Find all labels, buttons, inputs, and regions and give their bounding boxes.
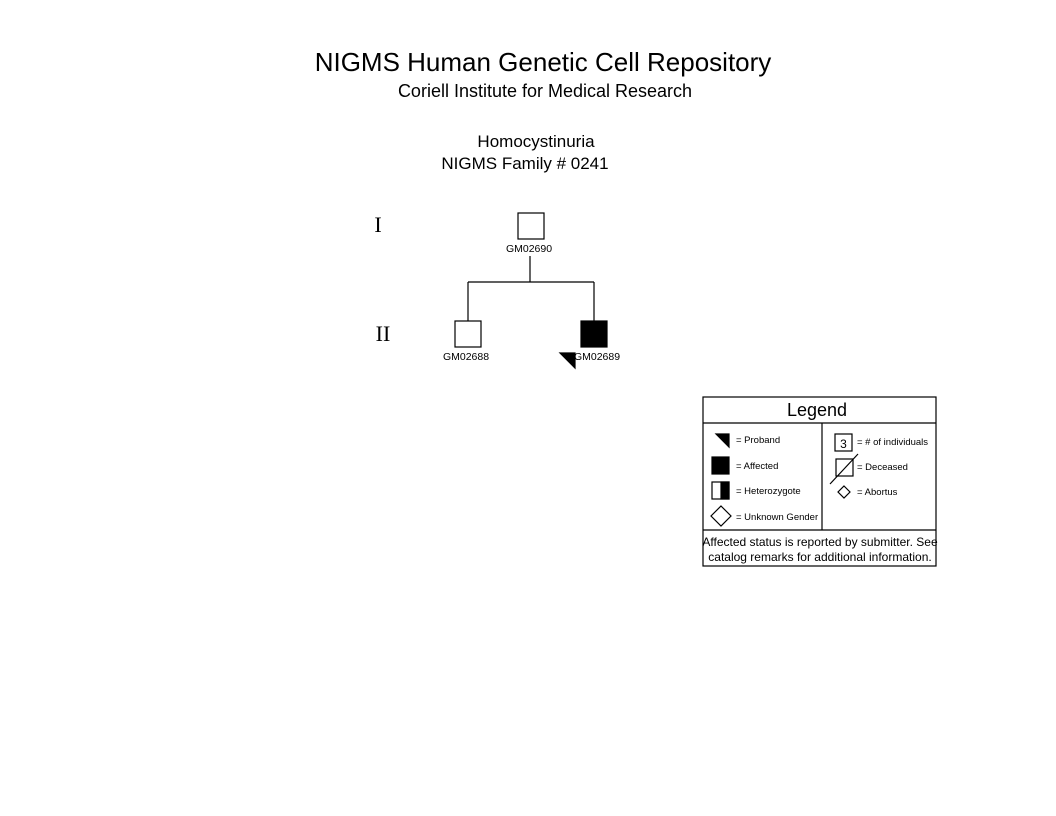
male-affected-symbol <box>580 320 608 348</box>
legend-box: Legend = Proband = Affected = Heterozygo… <box>702 396 938 567</box>
legend-heterozygote-label: = Heterozygote <box>736 486 801 497</box>
legend-proband-label: = Proband <box>736 435 780 446</box>
individual-gm02690[interactable]: GM02690 <box>506 212 552 255</box>
legend-title: Legend <box>787 400 847 420</box>
legend-border <box>702 396 937 567</box>
heterozygote-legend-icon <box>711 481 730 500</box>
legend-abortus-label: = Abortus <box>857 487 898 498</box>
legend-note-line-1: Affected status is reported by submitter… <box>702 535 938 549</box>
deceased-legend-icon <box>829 453 859 485</box>
legend-affected-label: = Affected <box>736 461 778 472</box>
individual-gm02689[interactable]: GM02689 <box>558 320 620 370</box>
individual-id-label: GM02690 <box>506 243 552 255</box>
male-unaffected-symbol <box>454 320 482 348</box>
legend-note-line-2: catalog remarks for additional informati… <box>708 550 931 564</box>
individual-id-label: GM02689 <box>574 351 620 363</box>
generation-label-1: I <box>374 212 381 237</box>
proband-legend-icon <box>714 433 730 449</box>
page-title: NIGMS Human Genetic Cell Repository <box>315 47 772 77</box>
disease-heading: Homocystinuria <box>477 132 595 151</box>
legend-count-label: = # of individuals <box>857 437 928 448</box>
abortus-legend-icon <box>837 485 851 499</box>
unknown-gender-legend-icon <box>710 505 732 527</box>
male-unaffected-symbol <box>517 212 545 240</box>
pedigree-lines <box>467 256 595 321</box>
institute-subtitle: Coriell Institute for Medical Research <box>398 81 692 101</box>
proband-arrow-icon <box>558 352 576 370</box>
legend-count-value: 3 <box>840 437 847 451</box>
family-heading: NIGMS Family # 0241 <box>441 154 608 173</box>
individual-id-label: GM02688 <box>443 351 489 363</box>
legend-deceased-label: = Deceased <box>857 462 908 473</box>
generation-label-2: II <box>376 321 391 346</box>
count-legend-icon <box>834 433 853 452</box>
legend-unknown-gender-label: = Unknown Gender <box>736 512 818 523</box>
affected-legend-icon <box>711 456 730 475</box>
individual-gm02688[interactable]: GM02688 <box>443 320 489 363</box>
